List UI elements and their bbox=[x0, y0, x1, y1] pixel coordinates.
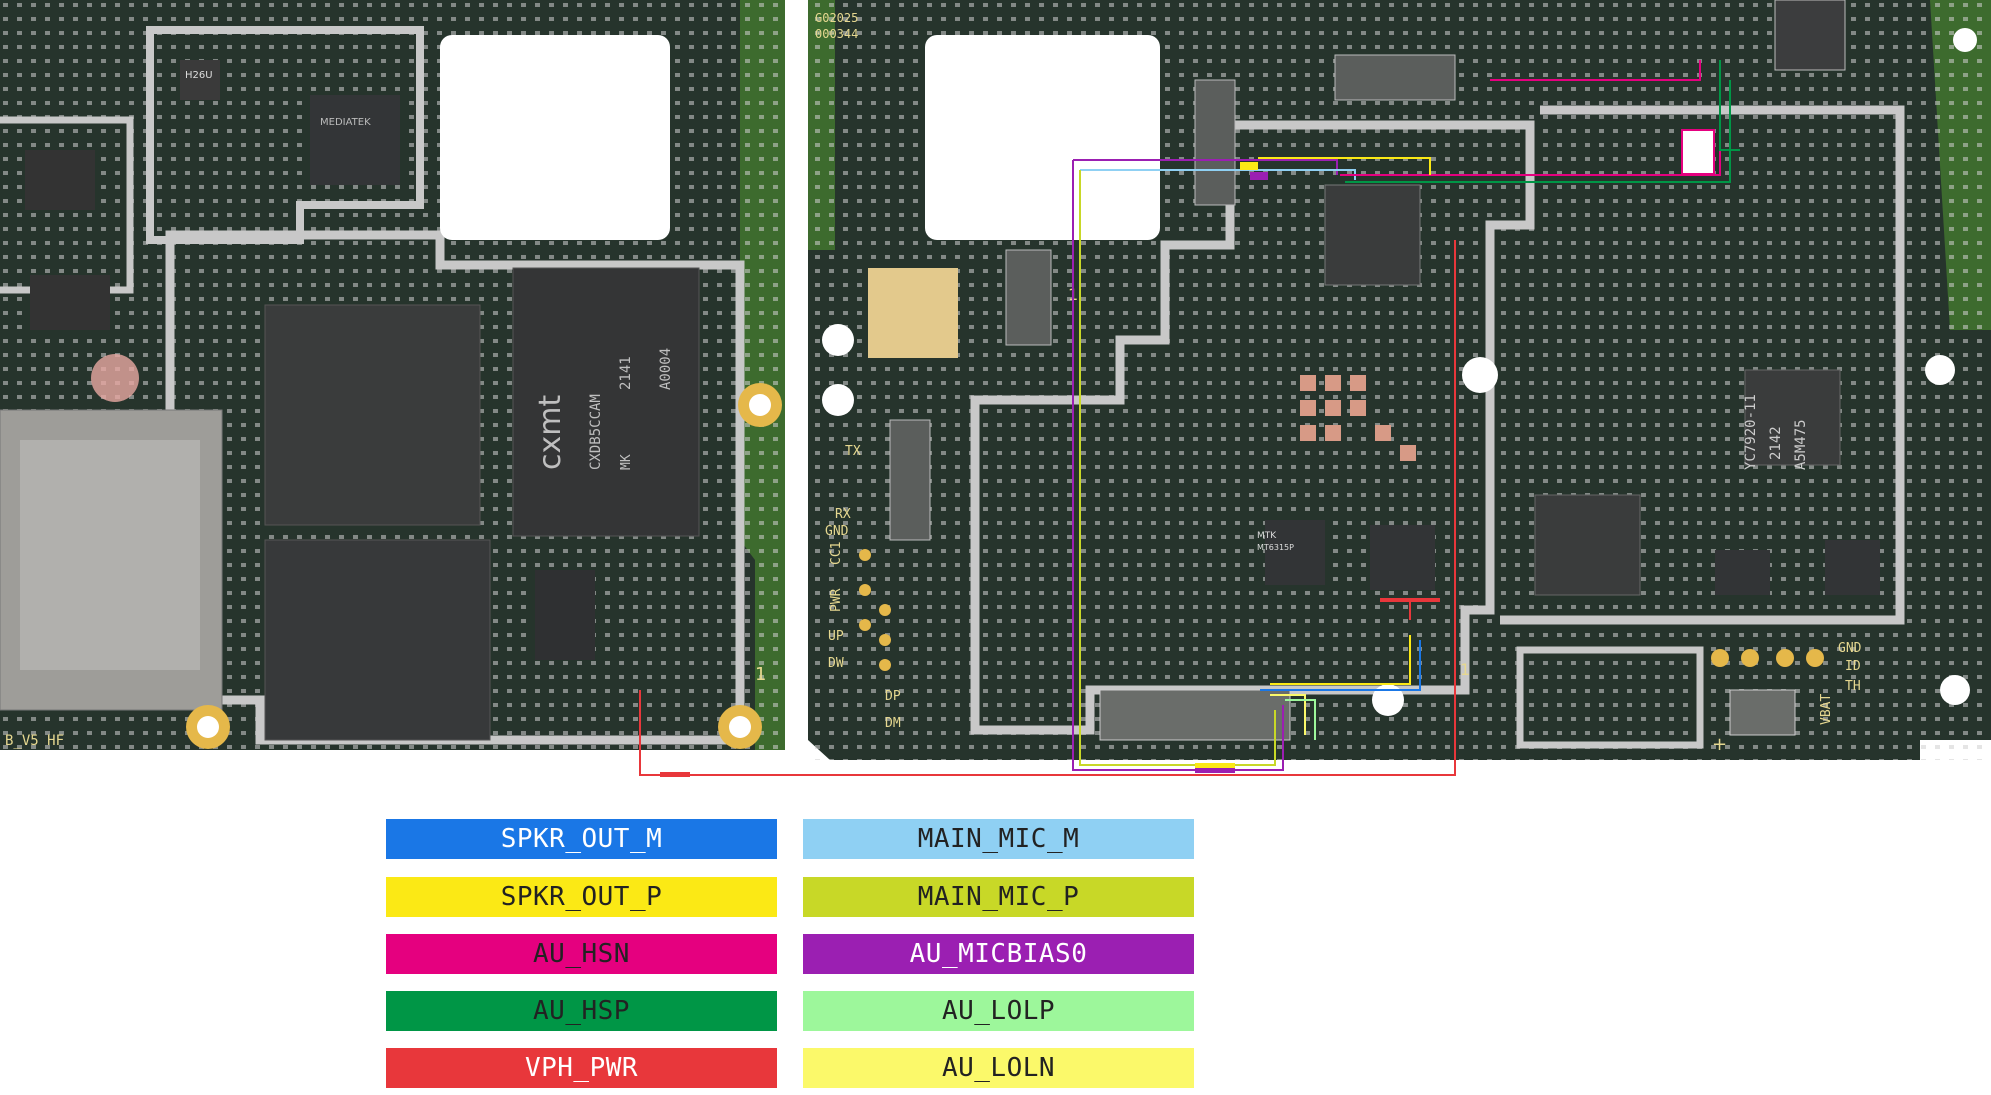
legend-label: SPKR_OUT_M bbox=[500, 824, 663, 854]
silk-mtk: MTK bbox=[1257, 531, 1277, 541]
silk-pa-lot: A5M475 bbox=[1793, 419, 1809, 470]
board-cutout bbox=[440, 35, 670, 240]
legend-main-mic-p: MAIN_MIC_P bbox=[803, 877, 1194, 917]
silk-gnd-right: GND bbox=[1838, 641, 1862, 656]
fpc-connector-side bbox=[1194, 79, 1236, 206]
silk-board-id-2: 000344 bbox=[815, 27, 858, 41]
silk-left-bottom: B_V5 HF bbox=[5, 733, 64, 749]
legend-au-micbias0: AU_MICBIAS0 bbox=[803, 934, 1194, 974]
silk-cc1: CC1 bbox=[829, 542, 844, 565]
silk-pmic: MT6315P bbox=[1257, 543, 1294, 552]
battery-connector bbox=[1729, 689, 1796, 736]
audio-codec bbox=[1324, 184, 1421, 286]
silk-dp: DP bbox=[885, 689, 901, 704]
silk-pa-code: YC7920-11 bbox=[1743, 394, 1759, 470]
legend-au-hsn: AU_HSN bbox=[386, 934, 777, 974]
silk-pa-year: 2142 bbox=[1768, 426, 1784, 460]
net-traces bbox=[639, 60, 1740, 777]
legend-label: MAIN_MIC_P bbox=[917, 882, 1080, 912]
legend-au-hsp: AU_HSP bbox=[386, 991, 777, 1031]
silk-tx: TX bbox=[845, 444, 861, 459]
silk-mediatek: MEDIATEK bbox=[320, 117, 371, 128]
legend-label: AU_MICBIAS0 bbox=[909, 939, 1088, 969]
legend-au-loln: AU_LOLN bbox=[803, 1048, 1194, 1088]
silk-one-c: 1 bbox=[1460, 660, 1470, 679]
legend-label: VPH_PWR bbox=[524, 1053, 639, 1083]
legend-spkr-out-p: SPKR_OUT_P bbox=[386, 877, 777, 917]
legend-spkr-out-m: SPKR_OUT_M bbox=[386, 819, 777, 859]
legend-label: AU_LOLN bbox=[941, 1053, 1056, 1083]
fpc-connector-top bbox=[1334, 54, 1456, 101]
silk-dm: DM bbox=[885, 716, 901, 731]
silk-pwr: PWR bbox=[829, 588, 844, 612]
legend-label: AU_HSN bbox=[533, 939, 630, 969]
headphone-jack bbox=[1774, 0, 1846, 71]
legend-label: MAIN_MIC_M bbox=[917, 824, 1080, 854]
right-board: G02025 000344 TX RX GND CC1 PWR UP DW DP… bbox=[808, 0, 1991, 760]
silk-th: TH bbox=[1845, 679, 1861, 694]
legend-label: AU_HSP bbox=[533, 996, 630, 1026]
pcb-diagram: B_V5 HF H26U MEDIATEK cxmt CXDB5CCAM 214… bbox=[0, 0, 1991, 777]
legend-au-lolp: AU_LOLP bbox=[803, 991, 1194, 1031]
left-board: B_V5 HF H26U MEDIATEK cxmt CXDB5CCAM 214… bbox=[0, 0, 785, 750]
silk-dw: DW bbox=[828, 656, 844, 671]
silk-board-id-1: G02025 bbox=[815, 11, 858, 25]
silk-h26u: H26U bbox=[185, 70, 213, 81]
legend-label: SPKR_OUT_P bbox=[500, 882, 663, 912]
legend-label: AU_LOLP bbox=[941, 996, 1056, 1026]
memory-chip bbox=[264, 304, 481, 526]
board-cutout-right bbox=[925, 35, 1160, 240]
silk-chip-year: 2141 bbox=[618, 356, 634, 390]
board-to-board-connector bbox=[1099, 689, 1291, 741]
silk-chip-mk: MK bbox=[619, 454, 634, 470]
pa-chip bbox=[1744, 369, 1841, 466]
silk-cxmt: cxmt bbox=[533, 395, 568, 470]
silk-chip-code: CXDB5CCAM bbox=[588, 394, 604, 470]
silk-plus: + bbox=[1712, 734, 1727, 755]
dram-chip bbox=[512, 267, 700, 537]
silk-id: ID bbox=[1845, 659, 1861, 674]
legend-vph-pwr: VPH_PWR bbox=[386, 1048, 777, 1088]
silk-gnd-left: GND bbox=[825, 524, 849, 539]
net-legend: SPKR_OUT_M MAIN_MIC_M SPKR_OUT_P MAIN_MI… bbox=[386, 819, 1201, 1095]
silk-one-left: 1 bbox=[755, 664, 766, 685]
silk-up: UP bbox=[828, 629, 844, 644]
contact-pad bbox=[868, 268, 958, 358]
flash-chip bbox=[264, 539, 491, 741]
legend-main-mic-m: MAIN_MIC_M bbox=[803, 819, 1194, 859]
silk-chip-ref: A0004 bbox=[658, 348, 674, 390]
silk-rx: RX bbox=[835, 507, 851, 522]
silk-vbat: VBAT bbox=[1819, 694, 1834, 725]
